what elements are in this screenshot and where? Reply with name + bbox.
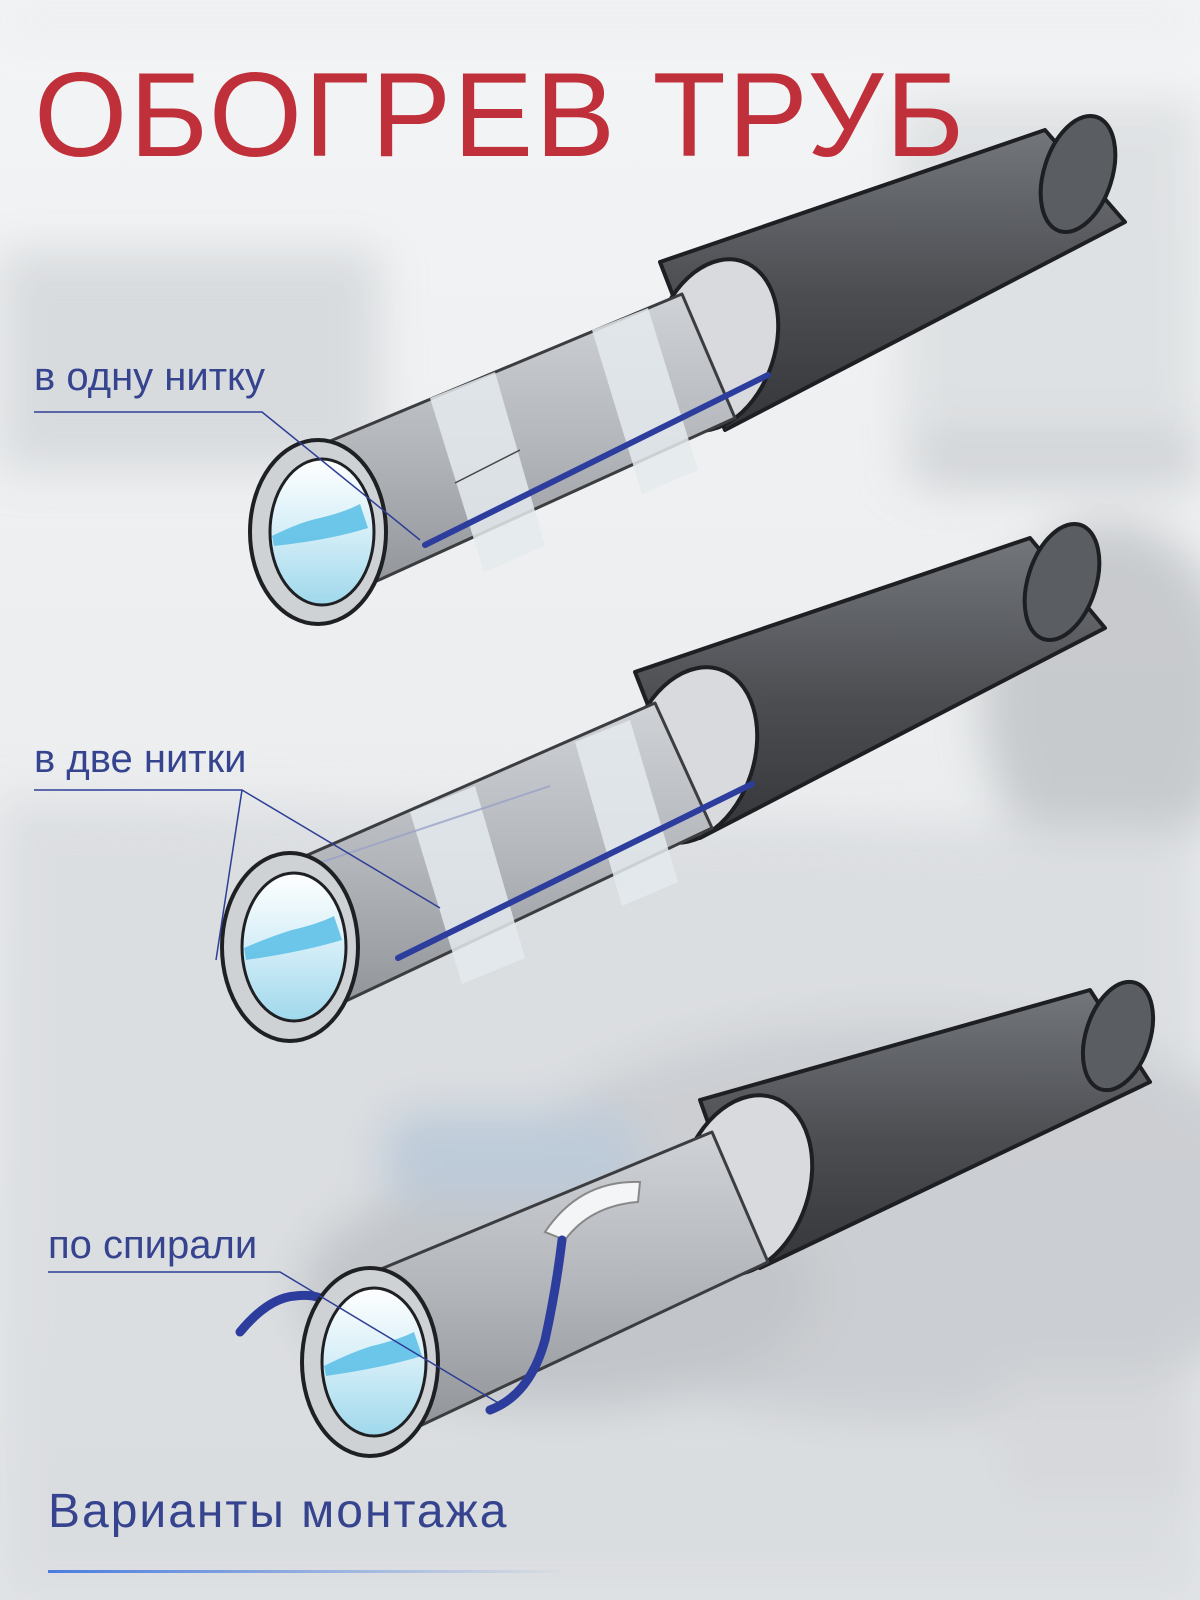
heating-cable-2 — [395, 781, 755, 961]
pipe-single-cable — [248, 113, 1127, 626]
label-single-thread: в одну нитку — [34, 355, 265, 399]
pipe-spiral-cable — [235, 979, 1156, 1458]
heating-cable-1 — [422, 372, 771, 548]
label-double-thread: в две нитки — [34, 737, 247, 781]
label-leaders — [34, 411, 501, 1405]
footer-underline — [48, 1570, 568, 1573]
page-title: ОБОГРЕВ ТРУБ — [34, 48, 967, 182]
label-spiral: по спирали — [48, 1223, 258, 1267]
pipe-double-cable — [220, 521, 1107, 1043]
footer-caption: Варианты монтажа — [48, 1485, 509, 1538]
